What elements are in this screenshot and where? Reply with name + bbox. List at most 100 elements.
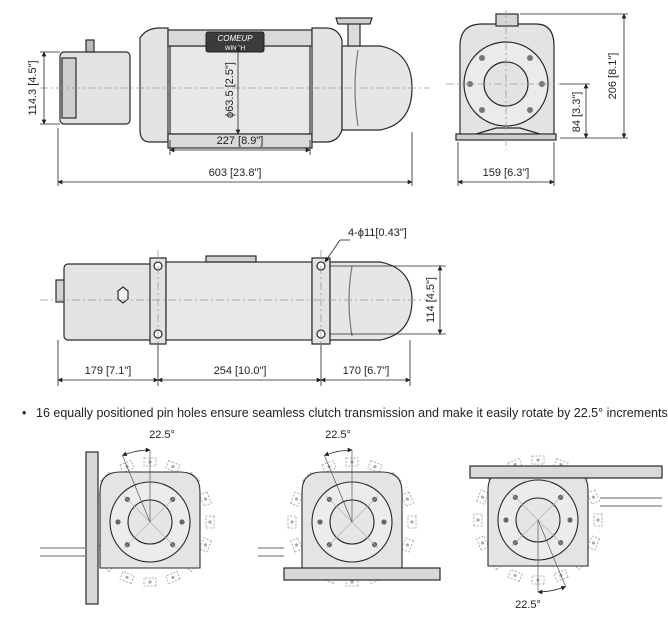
pin-hole-position [205,515,215,529]
pin-hole-dot [208,520,212,524]
pin-hole-dot [350,580,354,584]
mount-drum [165,261,313,341]
pin-hole-dot [591,495,596,499]
pin-hole-dot [171,575,175,580]
clutch-view-3 [473,455,603,595]
angle-arc [537,585,566,595]
pin-hole-position [119,570,135,584]
overall-length-label: 603 [23.8"] [209,167,262,179]
pin-hole-dot [596,518,600,522]
clutch-note: • 16 equally positioned pin holes ensure … [22,406,668,420]
clutch-view-2-floor [283,567,441,581]
pin-hole-dot [513,462,517,467]
mount-height-label: 114 [4.5"] [425,277,437,323]
clutch-view-1 [85,447,215,587]
pin-hole-dot [513,573,517,578]
pin-hole-position [593,513,603,527]
side-axis-height-label: 84 [3.3"] [571,92,583,133]
pin-hole-dot [203,543,208,547]
pin-hole-position [476,535,490,551]
pin-hole-position [198,537,212,553]
mount-view-dimensions [57,239,446,386]
motor-height-label: 114.3 [4.5"] [27,60,39,115]
pin-hole-dot [405,543,410,547]
winch-side-view [455,13,557,141]
mount-dim-right-label: 170 [6.7"] [343,365,390,377]
pin-hole-dot [171,464,175,469]
clutch-view-3-angle-label: 22.5° [515,599,541,611]
pin-hole-position [507,568,523,582]
pin-hole-dot [148,580,152,584]
side-height-label: 206 [8.1"] [607,53,619,100]
pin-hole-dot [290,520,294,524]
drum-diameter-label: ϕ63.5 [2.5"] [224,62,236,118]
pin-hole-position [290,491,304,507]
winch-mount-view [55,255,413,345]
mount-gearbox [329,261,413,341]
pin-hole-position [400,537,414,553]
clutch-bolt [503,517,509,523]
pin-hole-position [531,455,545,465]
angle-ray [537,519,566,587]
terminal-post [85,39,95,53]
pin-hole-position [165,460,181,474]
mount-holes-label: 4-ϕ11[0.43"] [348,227,407,239]
left-end-bearing [139,27,169,143]
pin-hole-dot [480,495,485,499]
clutch-view-3-ceiling [469,465,663,479]
clutch-bolt [179,519,185,525]
pin-hole-dot [125,575,129,580]
brand-line-1: COMEUP [217,34,253,43]
angle-arc [122,447,151,457]
clutch-frames [40,451,663,605]
pin-hole-position [400,491,414,507]
clutch-bolt [317,519,323,525]
clutch-view-1-wall [85,451,99,605]
clutch-view-2-angle-label: 22.5° [325,429,351,441]
pin-hole-position [476,489,490,505]
clutch-view-1-angle-label: 22.5° [149,429,175,441]
pin-hole-position [367,460,383,474]
bullet-icon: • [22,406,27,420]
clutch-bolt [115,519,121,525]
pin-hole-dot [294,543,299,547]
side-view-dimensions [457,13,628,186]
brand-plate: COMEUP WINCH [205,31,265,53]
pin-hole-dot [410,520,414,524]
right-end-bearing [311,27,343,143]
pin-hole-dot [405,497,410,501]
pin-hole-position [143,577,157,587]
pin-hole-position [287,515,297,529]
clutch-rotation-views [85,447,603,595]
pin-hole-position [198,491,212,507]
mount-dim-left-label: 179 [7.1"] [85,365,132,377]
pin-hole-dot [373,464,377,469]
angle-ray [122,455,151,523]
brand-line-2: WINCH [225,46,245,52]
pin-hole-position [586,535,600,551]
pin-hole-dot [591,541,596,545]
mount-dim-middle-label: 254 [10.0"] [214,365,267,377]
pin-hole-dot [476,518,480,522]
pin-hole-dot [559,462,563,467]
drum-length-label: 227 [8.9"] [217,135,264,147]
front-view-dimensions [40,45,413,186]
side-width-label: 159 [6.3"] [483,167,530,179]
pin-hole-dot [294,497,299,501]
pin-hole-position [165,570,181,584]
drum [169,45,311,135]
pin-hole-position [290,537,304,553]
clutch-note-text: 16 equally positioned pin holes ensure s… [36,406,668,420]
clutch-bolt [567,517,573,523]
pin-hole-position [407,515,417,529]
angle-ray [324,455,353,523]
angle-arc [324,447,353,457]
mount-motor [63,263,155,341]
clutch-bolt [381,519,387,525]
pin-hole-position [473,513,483,527]
pin-hole-dot [480,541,485,545]
clutch-view-2 [287,447,417,587]
pin-hole-dot [203,497,208,501]
side-clutch-handle [495,13,519,27]
